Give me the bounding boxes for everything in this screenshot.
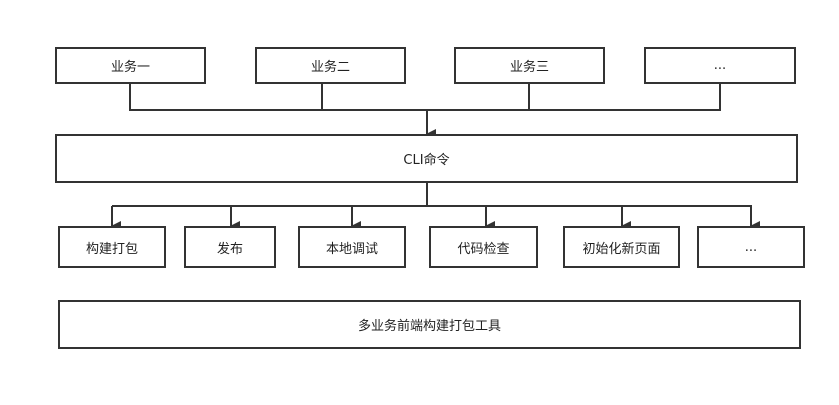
command-box-init-page: 初始化新页面 xyxy=(563,226,680,268)
cli-command-label: CLI命令 xyxy=(403,153,450,168)
command-label-lint: 代码检查 xyxy=(457,241,510,257)
command-label-local-debug: 本地调试 xyxy=(325,241,378,257)
command-label-init-page: 初始化新页面 xyxy=(582,241,661,257)
command-box-publish: 发布 xyxy=(184,226,276,268)
command-label-build: 构建打包 xyxy=(85,241,138,257)
business-box-2: 业务二 xyxy=(255,47,406,84)
business-box-3: 业务三 xyxy=(454,47,605,84)
command-box-lint: 代码检查 xyxy=(429,226,538,268)
cli-command-box: CLI命令 xyxy=(55,134,798,183)
business-box-more: ... xyxy=(644,47,796,84)
build-tool-label: 多业务前端构建打包工具 xyxy=(357,319,501,334)
business-label-1: 业务一 xyxy=(110,60,150,75)
command-box-more: ... xyxy=(697,226,805,268)
command-box-local-debug: 本地调试 xyxy=(298,226,406,268)
command-label-publish: 发布 xyxy=(216,241,243,257)
command-box-build: 构建打包 xyxy=(58,226,166,268)
build-tool-box: 多业务前端构建打包工具 xyxy=(58,300,801,349)
business-box-1: 业务一 xyxy=(55,47,206,84)
business-label-2: 业务二 xyxy=(310,60,350,75)
business-label-more: ... xyxy=(713,58,727,73)
business-label-3: 业务三 xyxy=(509,60,549,75)
command-label-more: ... xyxy=(744,239,758,255)
